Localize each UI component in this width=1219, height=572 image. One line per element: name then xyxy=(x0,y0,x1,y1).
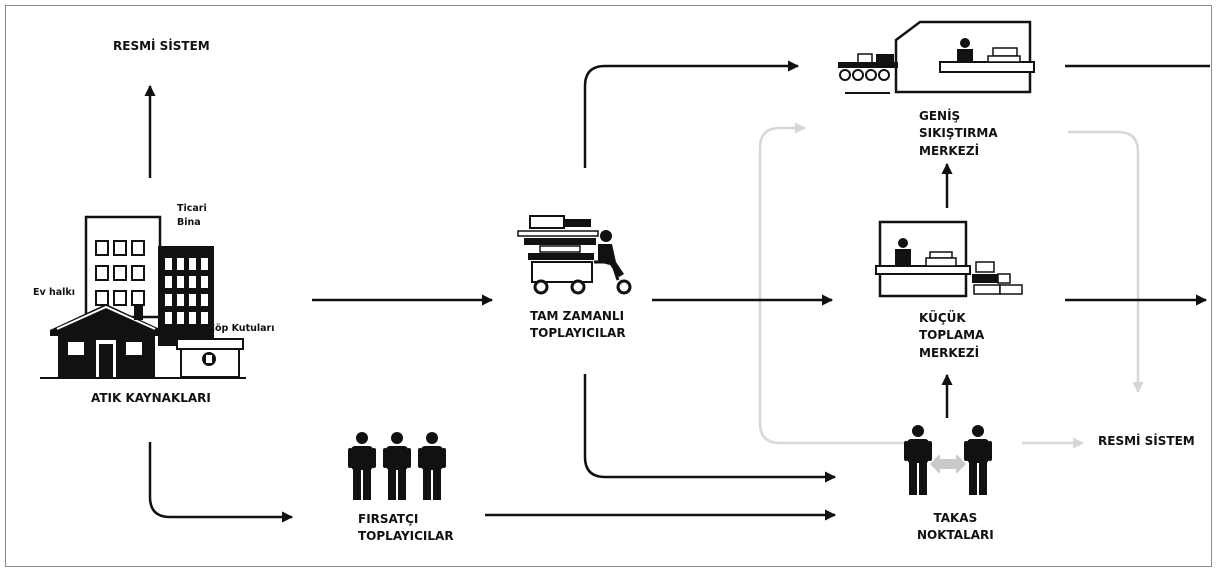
exchange-people-icon xyxy=(904,425,992,495)
small-center-label-line2: TOPLAMA xyxy=(919,328,985,343)
waste-sources-label: ATIK KAYNAKLARI xyxy=(91,391,211,405)
exchange-points-label-line2: NOKTALARI xyxy=(917,528,994,543)
household-label: Ev halkı xyxy=(33,287,75,298)
exchange-double-arrow xyxy=(930,454,966,474)
commercial-building-label-line1: Ticari xyxy=(177,203,207,214)
small-collection-center-label: KÜÇÜK TOPLAMA MERKEZİ xyxy=(919,310,984,362)
opportunist-collectors-label-line1: FIRSATÇI xyxy=(358,512,419,526)
opportunist-collectors-label: FIRSATÇI TOPLAYICILAR xyxy=(358,511,454,546)
arrow-sources-to-opportunist xyxy=(148,442,294,523)
large-center-label-line2: SIKIŞTIRMA xyxy=(919,126,998,141)
formal-system-top-label: RESMİ SİSTEM xyxy=(113,39,210,53)
large-center-icon xyxy=(838,20,1035,94)
waste-sources-icon xyxy=(40,215,246,379)
commercial-building-label-line2: Bina xyxy=(177,217,201,229)
grey-arrow-exchange-to-large-center xyxy=(758,122,905,445)
exchange-points-label: TAKAS NOKTALARI xyxy=(917,510,994,545)
trash-bins-label: Çöp Kutuları xyxy=(208,323,275,334)
fulltime-collectors-label-line1: TAM ZAMANLI xyxy=(530,309,625,323)
opportunist-people-icon xyxy=(348,432,446,500)
formal-system-right-label: RESMİ SİSTEM xyxy=(1098,434,1195,448)
small-center-label-line1: KÜÇÜK xyxy=(919,311,966,325)
commercial-building-label: Ticari Bina xyxy=(177,202,207,231)
large-center-label-line1: GENİŞ xyxy=(919,109,961,123)
fulltime-collectors-label-line2: TOPLAYICILAR xyxy=(530,326,626,341)
large-compaction-center-label: GENİŞ SIKIŞTIRMA MERKEZİ xyxy=(919,108,998,160)
opportunist-collectors-label-line2: TOPLAYICILAR xyxy=(358,529,454,544)
exchange-points-label-line1: TAKAS xyxy=(933,511,978,525)
arrow-fulltime-to-exchange xyxy=(583,374,837,483)
diagram-frame xyxy=(5,5,1212,567)
fulltime-collectors-label: TAM ZAMANLI TOPLAYICILAR xyxy=(530,308,626,343)
small-center-label-line3: MERKEZİ xyxy=(919,345,980,360)
tricycle-icon xyxy=(517,215,632,295)
arrow-fulltime-to-large-center xyxy=(583,60,800,168)
small-center-icon xyxy=(875,220,1023,298)
large-center-label-line3: MERKEZİ xyxy=(919,143,980,158)
grey-arrow-large-center-to-formal xyxy=(1068,130,1144,394)
